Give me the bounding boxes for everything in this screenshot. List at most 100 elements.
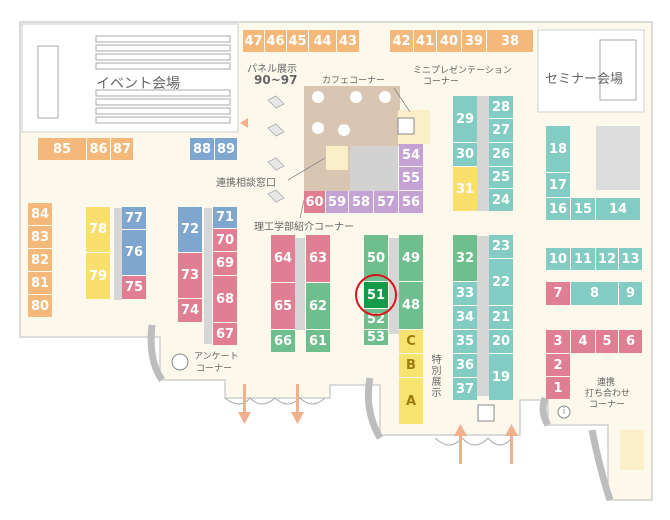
booth-81[interactable]: 81 [28, 272, 52, 294]
booth-21[interactable]: 21 [489, 306, 513, 329]
booth-69[interactable]: 69 [213, 252, 237, 275]
collab-label-1: 連携 [597, 378, 616, 388]
booth-11[interactable]: 11 [571, 248, 595, 270]
booth-28[interactable]: 28 [489, 96, 513, 118]
booth-85[interactable]: 85 [38, 138, 86, 160]
booth-8[interactable]: 8 [571, 282, 618, 305]
booth-49[interactable]: 49 [399, 235, 423, 281]
booth-10[interactable]: 10 [546, 248, 570, 270]
booth-C[interactable]: C [399, 330, 423, 353]
booth-16[interactable]: 16 [546, 198, 570, 220]
booth-70[interactable]: 70 [213, 229, 237, 251]
booth-86[interactable]: 86 [87, 138, 110, 160]
booth-32[interactable]: 32 [453, 235, 477, 281]
booth-A[interactable]: A [399, 378, 423, 424]
booth-84[interactable]: 84 [28, 203, 52, 225]
booth-71[interactable]: 71 [213, 207, 237, 228]
booth-37[interactable]: 37 [453, 378, 477, 400]
selected-booth-marker [355, 274, 397, 316]
booth-75[interactable]: 75 [122, 276, 146, 299]
booth-80[interactable]: 80 [28, 295, 52, 317]
booth-3[interactable]: 3 [546, 330, 570, 353]
booth-77[interactable]: 77 [122, 207, 146, 229]
booth-34[interactable]: 34 [453, 306, 477, 329]
booth-65[interactable]: 65 [271, 283, 295, 329]
booth-46[interactable]: 46 [265, 30, 286, 52]
presenter-icon-2 [478, 405, 494, 421]
booth-79[interactable]: 79 [86, 253, 110, 299]
booth-56[interactable]: 56 [399, 191, 423, 213]
booth-13[interactable]: 13 [619, 248, 642, 270]
booth-20[interactable]: 20 [489, 330, 513, 353]
booth-62[interactable]: 62 [306, 283, 330, 329]
booth-17[interactable]: 17 [546, 173, 570, 197]
booth-36[interactable]: 36 [453, 354, 477, 377]
panel-exhibit-label: パネル展示 [247, 64, 297, 75]
collab-label-3: コーナー [589, 400, 626, 410]
booth-22[interactable]: 22 [489, 259, 513, 305]
booth-24[interactable]: 24 [489, 189, 513, 211]
booth-55[interactable]: 55 [399, 167, 423, 190]
booth-31[interactable]: 31 [453, 167, 477, 211]
booth-43[interactable]: 43 [337, 30, 359, 52]
booth-B[interactable]: B [399, 354, 423, 377]
booth-54[interactable]: 54 [399, 144, 423, 166]
booth-64[interactable]: 64 [271, 235, 295, 282]
survey-label: アンケート [194, 352, 239, 362]
booth-6[interactable]: 6 [619, 330, 642, 353]
booth-38[interactable]: 38 [487, 30, 533, 52]
cafe-corner-label: カフェコーナー [322, 76, 386, 86]
booth-7[interactable]: 7 [546, 282, 570, 305]
booth-76[interactable]: 76 [122, 230, 146, 275]
booth-30[interactable]: 30 [453, 143, 477, 166]
booth-29[interactable]: 29 [453, 96, 477, 142]
booth-72[interactable]: 72 [178, 207, 202, 252]
booth-18[interactable]: 18 [546, 126, 570, 172]
booth-27[interactable]: 27 [489, 119, 513, 142]
booth-66[interactable]: 66 [271, 330, 295, 352]
consult-window-label: 連携相談窓口 [216, 178, 276, 189]
booth-44[interactable]: 44 [309, 30, 336, 52]
booth-73[interactable]: 73 [178, 253, 202, 298]
booth-19[interactable]: 19 [489, 354, 513, 400]
booth-40[interactable]: 40 [437, 30, 461, 52]
booth-35[interactable]: 35 [453, 330, 477, 353]
booth-83[interactable]: 83 [28, 226, 52, 248]
booth-58[interactable]: 58 [349, 191, 373, 213]
booth-12[interactable]: 12 [596, 248, 618, 270]
info-icon: i [562, 407, 566, 417]
booth-57[interactable]: 57 [374, 191, 398, 213]
booth-74[interactable]: 74 [178, 299, 202, 322]
booth-87[interactable]: 87 [111, 138, 133, 160]
booth-15[interactable]: 15 [571, 198, 595, 220]
booth-78[interactable]: 78 [86, 207, 110, 252]
booth-68[interactable]: 68 [213, 276, 237, 322]
booth-26[interactable]: 26 [489, 143, 513, 166]
booth-33[interactable]: 33 [453, 282, 477, 305]
booth-67[interactable]: 67 [213, 323, 237, 345]
booth-5[interactable]: 5 [596, 330, 618, 353]
booth-60[interactable]: 60 [304, 191, 325, 213]
booth-88[interactable]: 88 [190, 138, 214, 160]
booth-63[interactable]: 63 [306, 235, 330, 282]
booth-25[interactable]: 25 [489, 167, 513, 188]
booth-2[interactable]: 2 [546, 354, 570, 376]
booth-89[interactable]: 89 [215, 138, 237, 160]
booth-9[interactable]: 9 [619, 282, 642, 305]
booth-4[interactable]: 4 [571, 330, 595, 353]
booth-39[interactable]: 39 [462, 30, 486, 52]
booth-48[interactable]: 48 [399, 282, 423, 329]
booth-41[interactable]: 41 [414, 30, 436, 52]
special-exhibit-label: 特別展示 [429, 354, 440, 398]
booth-1[interactable]: 1 [546, 377, 570, 399]
booth-42[interactable]: 42 [390, 30, 413, 52]
booth-59[interactable]: 59 [326, 191, 348, 213]
booth-23[interactable]: 23 [489, 235, 513, 258]
booth-14[interactable]: 14 [596, 198, 640, 220]
booth-47[interactable]: 47 [243, 30, 264, 52]
booth-61[interactable]: 61 [306, 330, 330, 352]
booth-53[interactable]: 53 [364, 330, 388, 345]
booth-82[interactable]: 82 [28, 249, 52, 271]
booth-45[interactable]: 45 [287, 30, 308, 52]
panel-range-label: 90~97 [254, 73, 298, 87]
